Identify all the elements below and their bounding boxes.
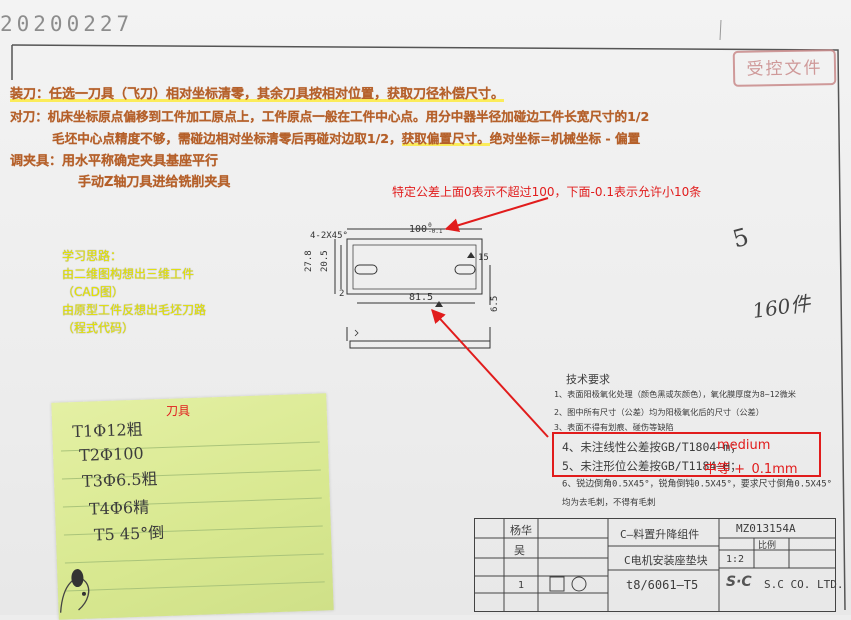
tech-title: 技术要求 <box>566 373 610 386</box>
tools-label: 刀具 <box>166 404 191 418</box>
tech-item-1: 1、表面阳极氧化处理（颜色黑或灰颜色），氧化膜厚度为8~12微米 <box>554 390 796 400</box>
tech-item-7: 均为去毛刺，不得有毛刺 <box>562 498 656 508</box>
title-block: 杨华 吴 1 C—料置升降组件 C电机安装座垫块 t8/6061—T5 MZ01… <box>474 518 843 612</box>
company-name: S.C CO. LTD. <box>764 578 844 591</box>
grade-label: 中等 +_0.1mm <box>704 462 798 477</box>
date-stamp: 20200227 <box>0 12 134 36</box>
company-logo: S·C <box>726 574 752 590</box>
checker-signature: 吴 <box>514 544 525 557</box>
alignment-note-line1: 对刀：机床坐标原点偏移到工件加工原点上，工件原点一般在工件中心点。用分中器半径加… <box>10 109 650 124</box>
tech-item-5: 5、未注形位公差按GB/T1184—H； <box>562 459 742 473</box>
medium-label: medium <box>717 438 771 453</box>
hole-dim: 2 <box>339 289 345 299</box>
scale-value: 1:2 <box>726 554 745 565</box>
tolerance-arrow <box>444 197 549 233</box>
material: t8/6061—T5 <box>626 578 699 592</box>
tech-item-4: 4、未注线性公差按GB/T1804—m； <box>562 440 742 454</box>
study-line-1: 由二维图构想出三维工件 <box>62 267 195 281</box>
tool-item-2: T2Φ100 <box>78 443 144 465</box>
fixture-note-line1: 调夹具：用水平称确定夹具基座平行 <box>10 154 219 169</box>
tolerance-note: 特定公差上面0表示不超过100，下面-0.1表示允许小10条 <box>392 185 702 199</box>
alignment-note-line2: 毛坯中心点精度不够，需碰边相对坐标清零后再碰对边取1/2，获取偏置尺寸。绝对坐标… <box>52 131 641 146</box>
tech-item-2: 2、图中所有尺寸（公差）均为阳极氧化后的尺寸（公差） <box>554 408 764 418</box>
slot-spacing-dim: 81.5 <box>409 292 434 303</box>
sub-part-name: C电机安装座垫块 <box>624 554 708 567</box>
length-dim: 100 0-0.1 <box>409 222 443 236</box>
chamfer-dim: 4-2X45° <box>310 231 348 241</box>
designer-signature: 杨华 <box>510 524 532 537</box>
cartoon-doodle <box>59 569 90 613</box>
tech-item-3: 3、表面不得有划痕、碰伤等缺陷 <box>554 423 674 433</box>
slot-arrow <box>431 308 549 438</box>
tech-item-6: 6、锐边倒角0.5X45°，锐角倒钝0.5X45°，要求尺寸倒角0.5X45° <box>562 478 832 489</box>
study-notes: 学习思路： 由二维图构想出三维工件 （CAD图） 由原型工件反想出毛坯刀路 （程… <box>62 247 206 337</box>
part-drawing <box>334 228 491 349</box>
scale-label: 比例 <box>758 541 777 551</box>
drawing-number: MZ013154A <box>736 522 796 535</box>
tool-item-1: T1Φ12粗 <box>71 419 143 442</box>
study-heading: 学习思路： <box>62 249 123 263</box>
slot-dim: 15 <box>478 253 489 263</box>
tool-item-4: T4Φ6精 <box>88 497 150 519</box>
study-line-3: 由原型工件反想出毛坯刀路 <box>62 303 207 317</box>
study-line-4: （程式代码） <box>62 321 135 335</box>
fixture-note-line2: 手动Z轴刀具进给铣削夹具 <box>78 175 231 190</box>
tool-item-5: T5 45°倒 <box>93 523 165 545</box>
part-name: C—料置升降组件 <box>620 528 700 541</box>
study-line-2: （CAD图） <box>62 285 124 299</box>
tool-item-3: T3Φ6.5粗 <box>81 469 158 491</box>
tool-setting-note: 装刀：任选一刀具（飞刀）相对坐标清零，其余刀具按相对位置，获取刀径补偿尺寸。 <box>10 87 505 102</box>
sticky-note: T1Φ12粗 T2Φ100 T3Φ6.5粗 T4Φ6精 T5 45°倒 <box>51 393 334 620</box>
tolerance-highlight-box <box>552 432 821 477</box>
quantity-cell: 1 <box>518 580 525 591</box>
